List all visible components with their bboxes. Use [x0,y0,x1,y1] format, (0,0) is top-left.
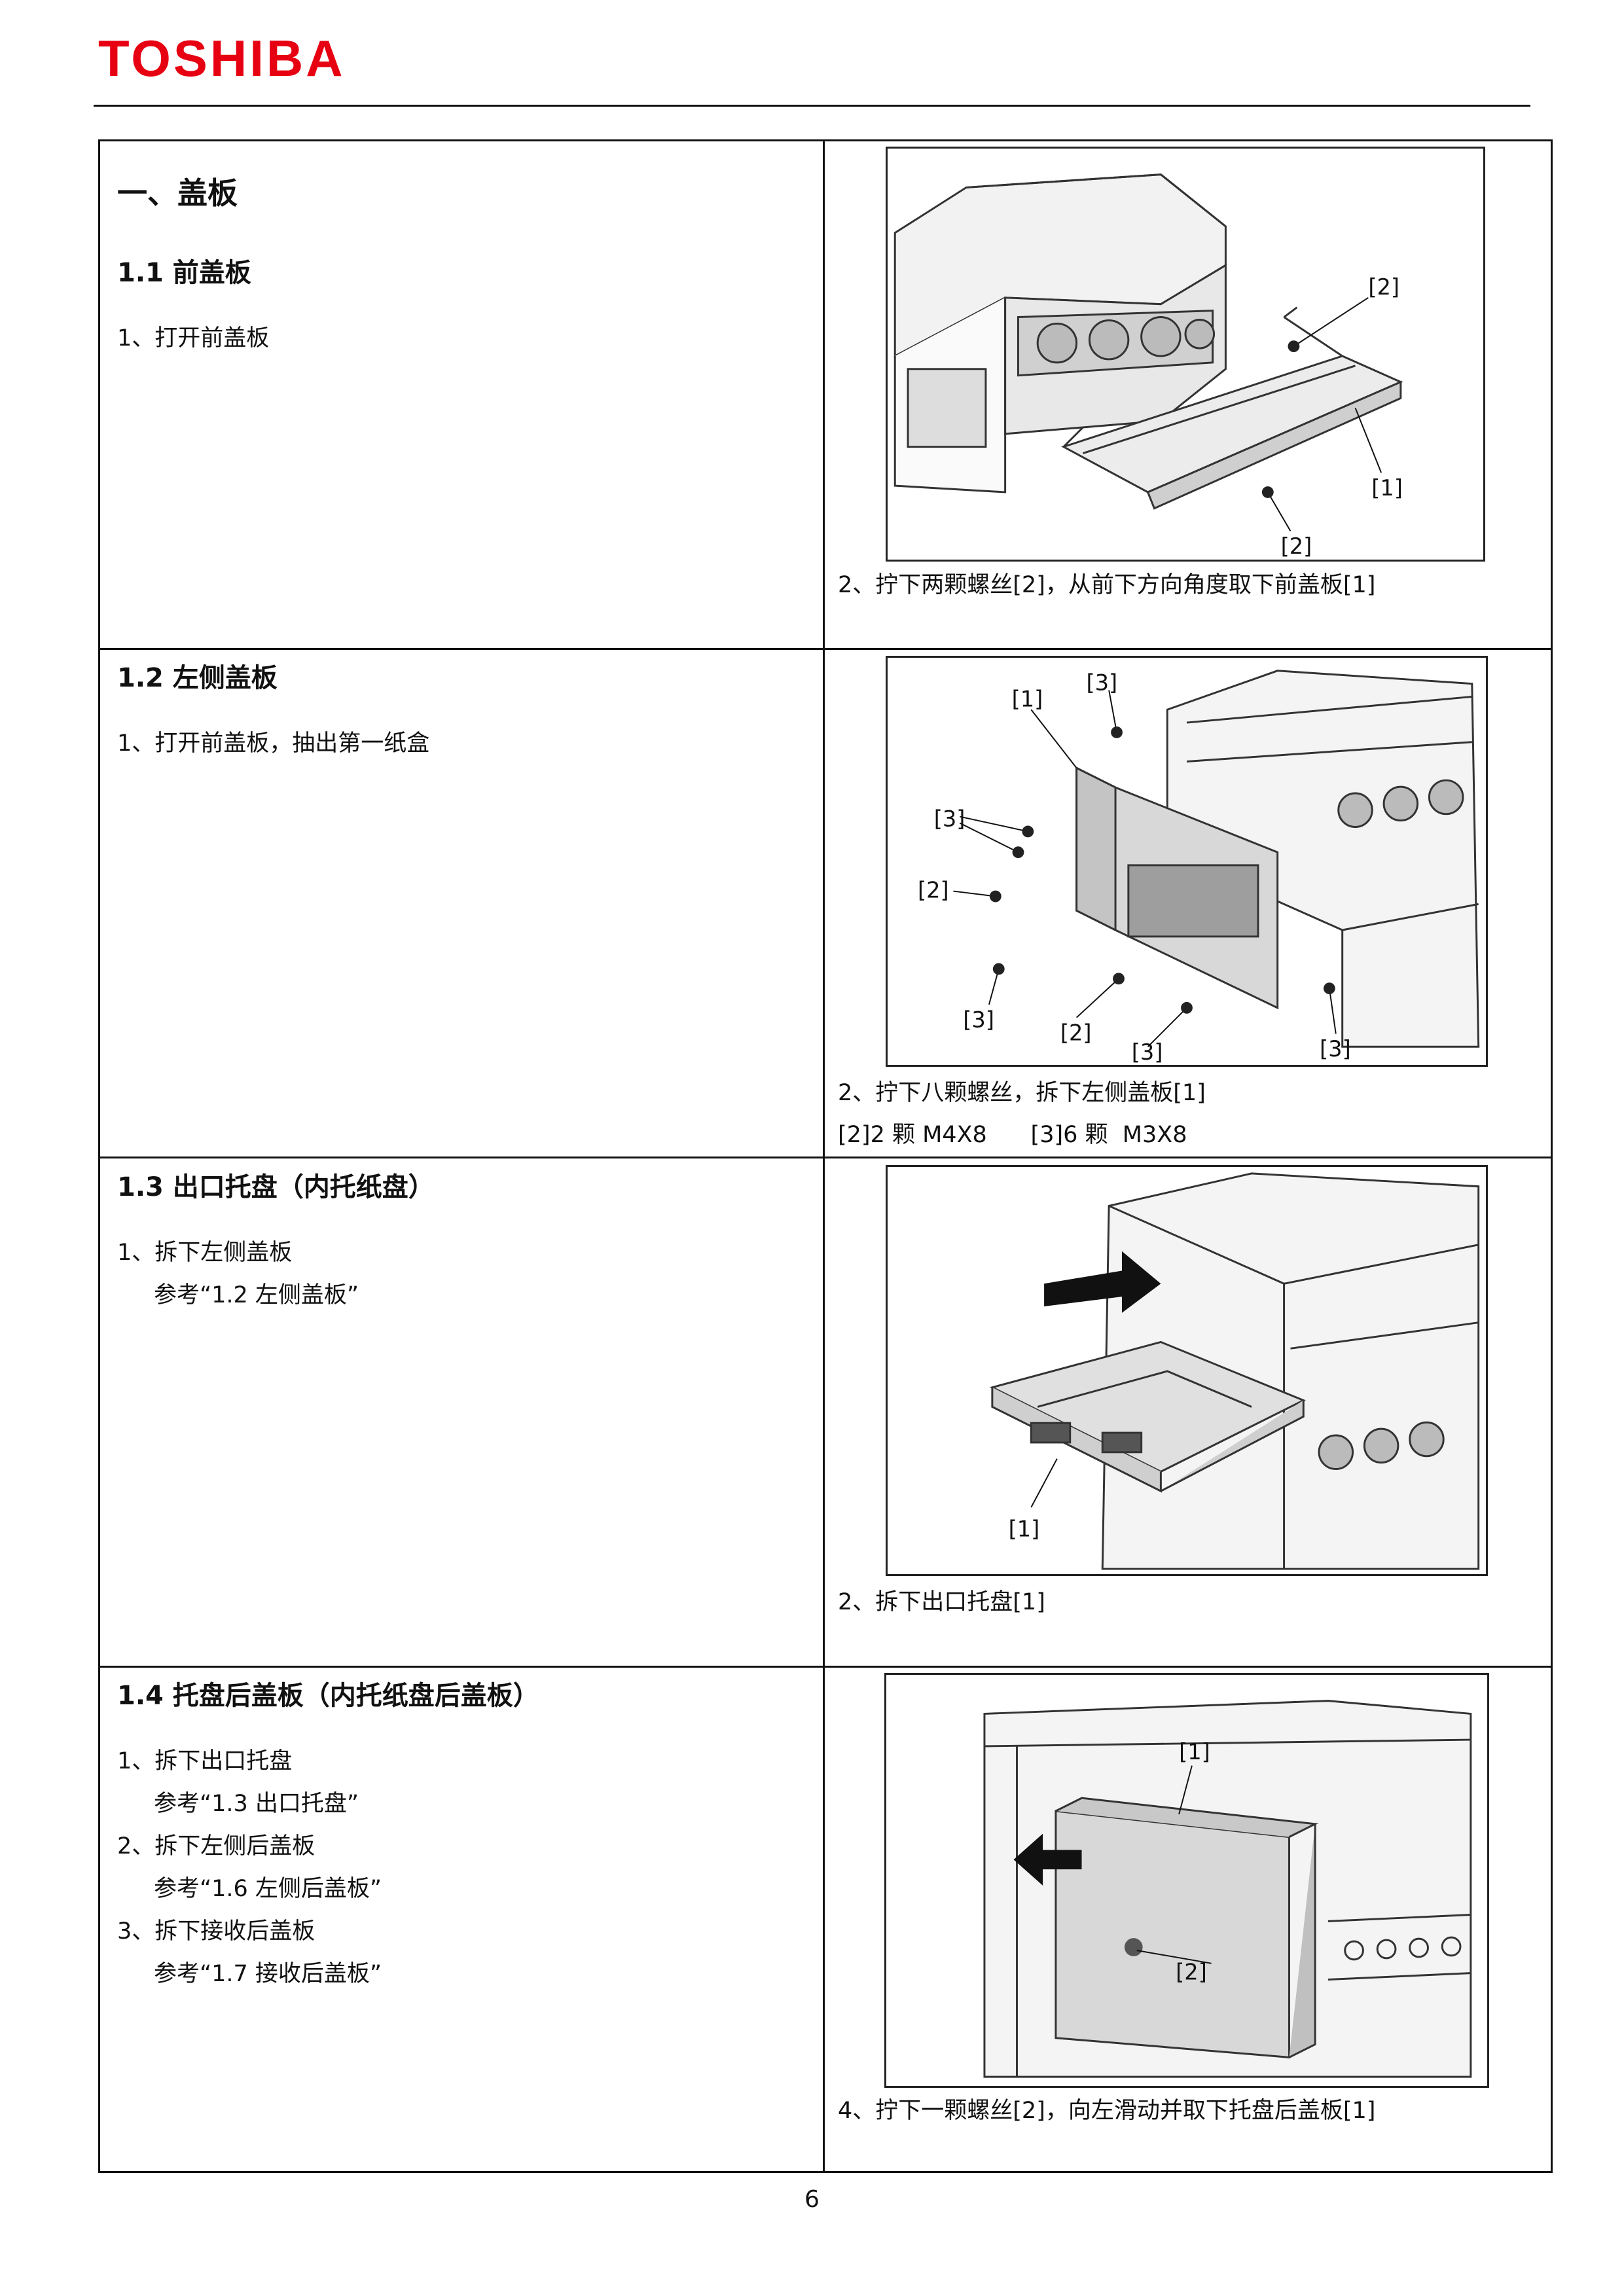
callout-label: [1] [1179,1739,1210,1765]
callout-label: [1] [1371,475,1403,501]
callout-label: [3] [1132,1039,1163,1065]
callout-label: [2] [918,877,949,903]
page-number: 6 [804,2186,820,2213]
front-cover-illustration: [2] [1] [2] [893,173,1403,559]
screw-icon [1124,1938,1143,1956]
callout-label: [2] [1176,1960,1207,1985]
step-text: 2、拆下左侧后盖板 [117,1833,316,1859]
toshiba-logo: TOSHIBA [98,29,346,87]
step-reference: 参考“1.3 出口托盘” [154,1791,359,1817]
slide-left-arrow-icon [1013,1833,1082,1886]
left-side-cover-diagram: [1] [3] [3] [2] [3] [2] [3] [3] [886,656,1488,1067]
step-reference: 参考“1.7 接收后盖板” [154,1961,382,1987]
column-divider [823,141,825,2171]
exit-tray-diagram: [1] [886,1165,1488,1576]
callout-label: [3] [963,1007,994,1033]
tray-rear-cover-illustration: [1] [2] [983,1700,1472,2078]
tray-rear-cover-diagram: [1] [2] [884,1673,1489,2088]
callout-label: [3] [934,806,965,832]
step-text: 1、打开前盖板 [117,325,270,352]
section-1-3-text: 1.3 出口托盘（内托纸盘） 1、拆下左侧盖板 参考“1.2 左侧盖板” [117,1172,804,1317]
chapter-title: 一、盖板 [117,175,238,211]
section-title: 1.1 前盖板 [117,258,251,289]
row-divider [100,1157,1551,1158]
section-1-4-text: 1.4 托盘后盖板（内托纸盘后盖板） 1、拆下出口托盘 参考“1.3 出口托盘”… [117,1680,804,1996]
row-divider [100,1666,1551,1668]
step-reference: 参考“1.2 左侧盖板” [154,1282,359,1308]
front-cover-diagram: [2] [1] [2] [886,147,1485,562]
exit-tray-illustration: [1] [989,1172,1480,1570]
left-side-cover-illustration: [1] [3] [3] [2] [3] [2] [3] [3] [918,670,1480,1065]
callout-label: [2] [1281,533,1312,559]
figure-caption: 4、拧下一颗螺丝[2]，向左滑动并取下托盘后盖板[1] [838,2098,1376,2124]
figure-caption: 2、拧下两颗螺丝[2]，从前下方向角度取下前盖板[1] [838,572,1376,598]
header-rule [94,105,1530,107]
callout-label: [1] [1012,686,1043,711]
pull-direction-arrow-icon [1044,1251,1161,1313]
section-1-2-text: 1.2 左侧盖板 1、打开前盖板，抽出第一纸盒 [117,662,804,765]
section-1-1-text: 一、盖板 1.1 前盖板 1、打开前盖板 [117,175,804,360]
content-table: 一、盖板 1.1 前盖板 1、打开前盖板 1.2 左侧盖板 1、打开前盖板，抽出… [98,139,1553,2173]
section-title: 1.4 托盘后盖板（内托纸盘后盖板） [117,1681,539,1711]
callout-label: [3] [1320,1036,1351,1062]
step-text: 1、打开前盖板，抽出第一纸盒 [117,730,430,757]
callout-label: [1] [1009,1516,1040,1542]
callout-label: [2] [1368,274,1399,300]
step-reference: 参考“1.6 左侧后盖板” [154,1876,382,1902]
step-text: 1、拆下出口托盘 [117,1748,293,1774]
step-text: 3、拆下接收后盖板 [117,1918,316,1945]
section-title: 1.3 出口托盘（内托纸盘） [117,1172,435,1202]
section-title: 1.2 左侧盖板 [117,663,278,693]
row-divider [100,648,1551,650]
step-text: 1、拆下左侧盖板 [117,1240,293,1266]
figure-caption: 2、拆下出口托盘[1] [838,1589,1045,1615]
callout-label: [3] [1086,670,1117,696]
screw-spec-caption: [2]2 颗 M4X8 [3]6 颗 M3X8 [838,1122,1187,1148]
callout-label: [2] [1060,1020,1092,1045]
figure-caption: 2、拧下八颗螺丝，拆下左侧盖板[1] [838,1080,1206,1106]
